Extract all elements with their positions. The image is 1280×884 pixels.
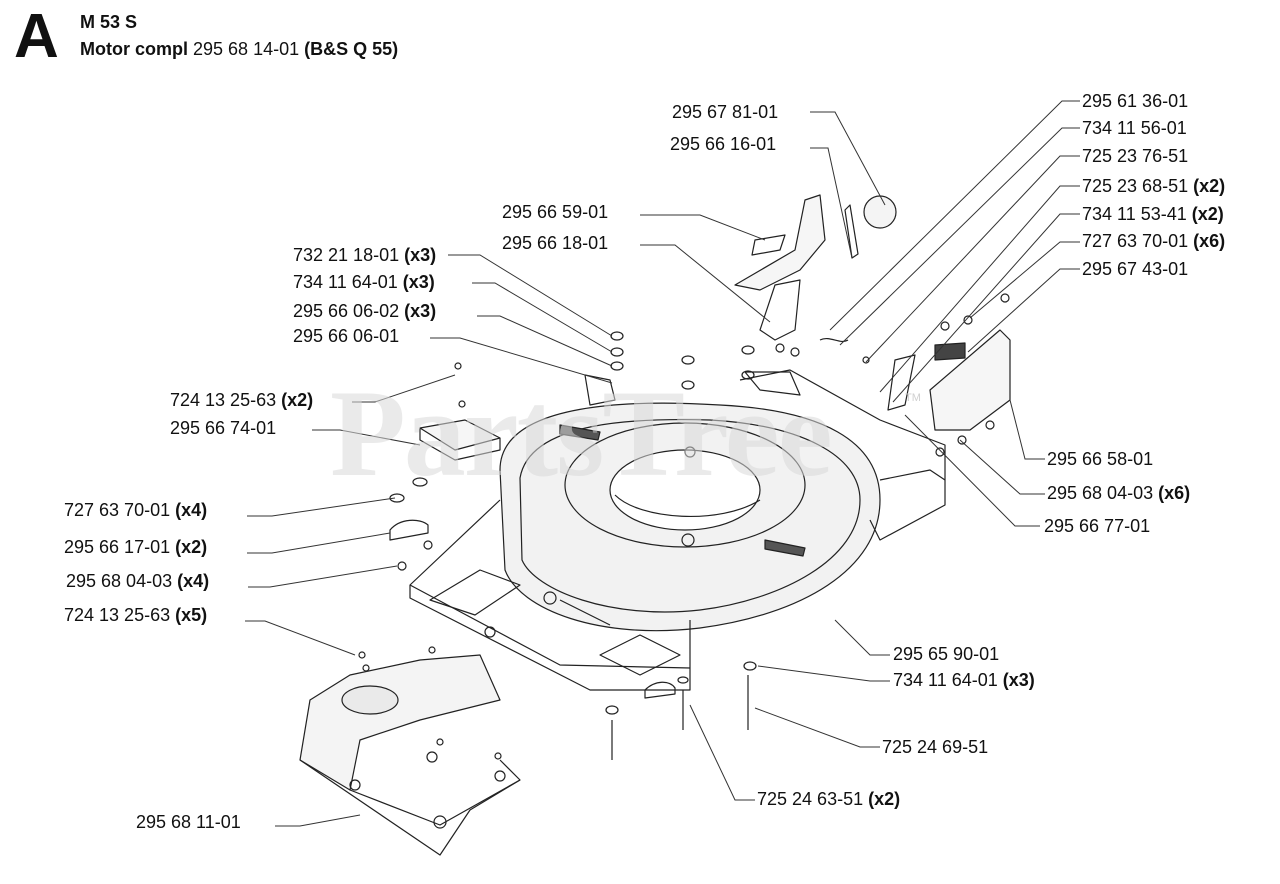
part-label: 295 66 59-01 — [502, 202, 609, 222]
side-cover-plate — [419, 419, 501, 461]
section-letter: A — [14, 2, 59, 71]
part-label: 295 68 04-03 (x6) — [1047, 483, 1191, 503]
part-label: 734 11 64-01 (x3) — [293, 272, 435, 292]
left-hardware — [358, 362, 466, 672]
part-label: 734 11 56-01 — [1082, 118, 1187, 138]
motor-line: Motor compl 295 68 14-01 (B&S Q 55) — [80, 40, 398, 58]
part-label: 295 67 43-01 — [1082, 259, 1189, 279]
part-label: 295 66 58-01 — [1047, 449, 1154, 469]
part-label: 295 68 04-03 (x4) — [66, 571, 210, 591]
part-label: 295 66 77-01 — [1044, 516, 1151, 536]
part-label: 295 66 06-02 (x3) — [293, 301, 437, 321]
rear-flap-guard — [299, 654, 521, 856]
watermark-tm: TM — [905, 392, 921, 404]
leader-lines — [245, 100, 1080, 827]
part-label: 295 66 16-01 — [670, 134, 777, 154]
mower-deck-housing — [409, 369, 946, 691]
part-label: 724 13 25-63 (x2) — [170, 390, 314, 410]
part-label: 732 21 18-01 (x3) — [293, 245, 437, 265]
part-label: 725 24 69-51 — [882, 737, 989, 757]
part-label: 295 65 90-01 — [893, 644, 1000, 664]
part-label: 295 66 74-01 — [170, 418, 277, 438]
part-label: 725 24 63-51 (x2) — [757, 789, 901, 809]
height-adjust-bracket — [734, 194, 897, 364]
right-lever-bracket — [887, 293, 1011, 457]
part-label: 724 13 25-63 (x5) — [64, 605, 208, 625]
part-label: 734 11 64-01 (x3) — [893, 670, 1035, 690]
part-label: 725 23 76-51 — [1082, 146, 1189, 166]
part-label: 295 66 18-01 — [502, 233, 609, 253]
part-label: 734 11 53-41 (x2) — [1082, 204, 1224, 224]
part-label: 295 61 36-01 — [1082, 91, 1189, 111]
model-title: M 53 S — [80, 12, 138, 32]
part-label: 295 66 06-01 — [293, 326, 400, 346]
part-label: 727 63 70-01 (x4) — [64, 500, 208, 520]
part-label: 295 66 17-01 (x2) — [64, 537, 208, 557]
part-label: 295 68 11-01 — [136, 812, 241, 832]
motor-number: 295 68 14-01 — [193, 39, 300, 59]
motor-label: Motor compl — [80, 39, 188, 59]
long-bolts — [611, 675, 749, 760]
motor-note: (B&S Q 55) — [304, 39, 399, 59]
washers-nuts — [605, 331, 757, 715]
part-label: 727 63 70-01 (x6) — [1082, 231, 1226, 251]
part-label: 725 23 68-51 (x2) — [1082, 176, 1226, 196]
part-label: 295 67 81-01 — [672, 102, 779, 122]
